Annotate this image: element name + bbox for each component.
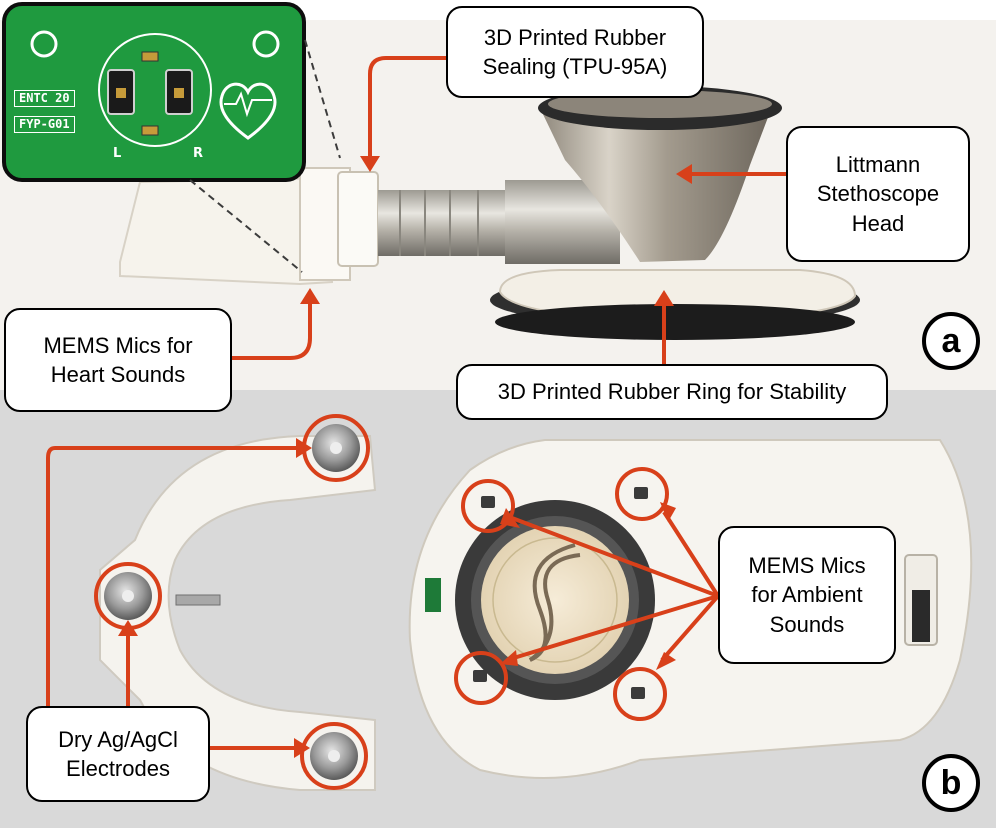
callout-mems-heart-sounds: MEMS Mics for Heart Sounds <box>4 308 232 412</box>
pcb-left-marker: L <box>113 146 122 161</box>
panel-a-badge: a <box>922 312 980 370</box>
callout-stethoscope-head: Littmann Stethoscope Head <box>786 126 970 262</box>
panel-b-badge: b <box>922 754 980 812</box>
pcb-right-marker: R <box>193 146 204 161</box>
callout-rubber-sealing: 3D Printed Rubber Sealing (TPU-95A) <box>446 6 704 98</box>
pcb-inset <box>2 2 306 182</box>
arrowheads <box>118 156 692 758</box>
pcb-label-fyp: FYP-G01 <box>14 116 75 133</box>
callout-electrodes: Dry Ag/AgCl Electrodes <box>26 706 210 802</box>
pcb-label-entc: ENTC 20 <box>14 90 75 107</box>
callout-rubber-ring: 3D Printed Rubber Ring for Stability <box>456 364 888 420</box>
annotation-arrows <box>46 56 786 750</box>
callout-mems-ambient-sounds: MEMS Mics for Ambient Sounds <box>718 526 896 664</box>
